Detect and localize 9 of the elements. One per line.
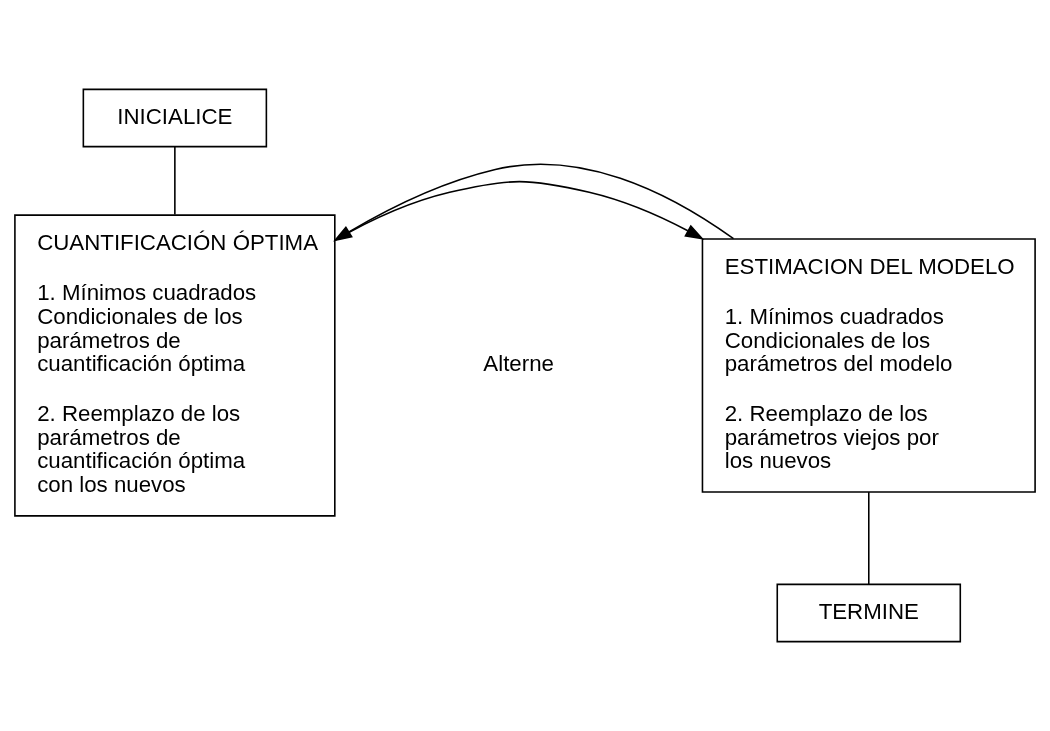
node-box: INICIALICE [82,88,268,148]
connector [174,145,176,216]
connector [867,491,870,585]
arrow [333,163,735,242]
node-box: ESTIMACION DEL MODELO 1. Mínimos cuadrados Condicionales de los parámetros del modelo 2. Reemplazo de los parámetros viejos por los nuevos [701,238,1036,493]
node-box: TERMINE [776,583,962,643]
node-box: CUANTIFICACIÓN ÓPTIMA 1. Mínimos cuadrados Condicionales de los parámetros de cuantificación óptima 2. Reemplazo de los parámetros de cuantificación óptima con los nuevos [14,214,336,517]
arrow [334,180,705,241]
label: Alterne [483,351,554,377]
